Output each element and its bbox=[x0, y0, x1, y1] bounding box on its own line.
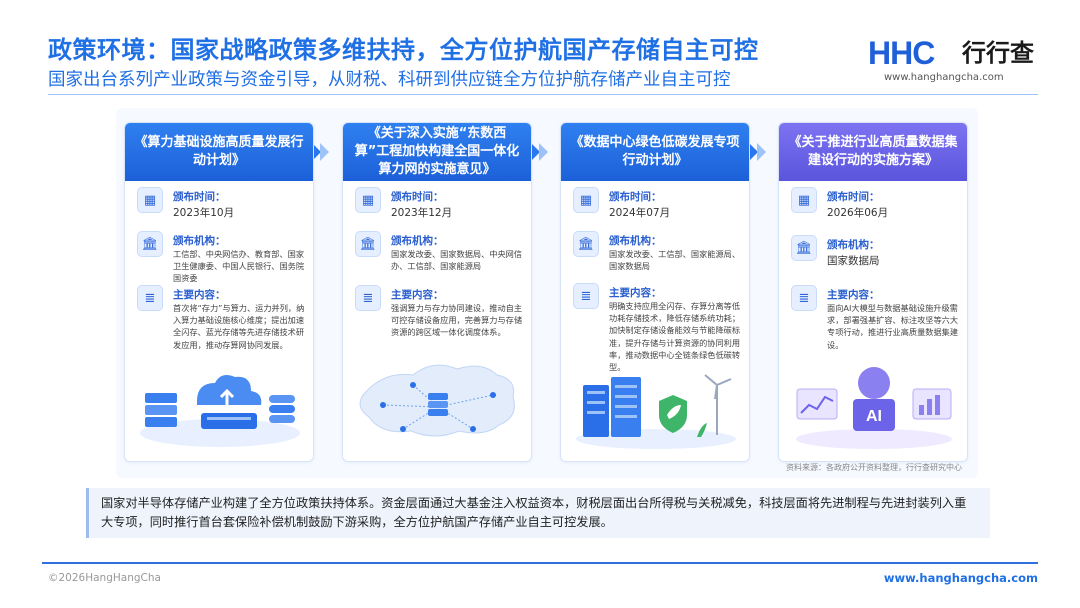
policy-content: 明确支持应用全闪存、存算分离等低功耗存储技术，降低存储系统功耗；加快制定存储设备… bbox=[609, 301, 741, 373]
chevron-right-icon bbox=[539, 143, 548, 161]
content-label: 主要内容： bbox=[827, 289, 880, 301]
calendar-icon: ▦ bbox=[573, 187, 599, 213]
policy-content-row: ≣ 主要内容： 明确支持应用全闪存、存算分离等低功耗存储技术，降低存储系统功耗；… bbox=[573, 283, 741, 372]
policy-title: 《算力基础设施高质量发展行动计划》 bbox=[125, 123, 313, 181]
chevron-right-icon bbox=[531, 143, 540, 161]
chevron-right-icon bbox=[757, 143, 766, 161]
summary-box: 国家对半导体存储产业构建了全方位政策扶持体系。资金层面通过大基金注入权益资本，财… bbox=[86, 488, 990, 538]
policy-org-row: 🏛 颁布机构： 国家数据局 bbox=[791, 235, 959, 275]
institution-icon: 🏛 bbox=[573, 231, 599, 257]
policy-content: 强调算力与存力协同建设，推动自主可控存储设备应用，完善算力与存储资源的跨区域一体… bbox=[391, 303, 523, 338]
policy-content-row: ≣ 主要内容： 首次将“存力”与算力、运力并列，纳入算力基础设施核心维度；提出加… bbox=[137, 285, 305, 365]
header-divider bbox=[48, 94, 1038, 95]
brand-logo: HHC 行行查 www.hanghangcha.com bbox=[868, 36, 1038, 88]
content-label: 主要内容： bbox=[609, 287, 662, 299]
org-label: 颁布机构： bbox=[391, 235, 444, 247]
policy-org: 国家数据局 bbox=[827, 255, 880, 267]
date-label: 颁布时间： bbox=[173, 191, 226, 203]
institution-icon: 🏛 bbox=[791, 235, 817, 261]
date-label: 颁布时间： bbox=[827, 191, 880, 203]
logo-mark: HHC bbox=[868, 35, 935, 71]
chevron-right-icon bbox=[320, 143, 329, 161]
org-label: 颁布机构： bbox=[827, 239, 880, 251]
policy-org-row: 🏛 颁布机构： 国家发改委、工信部、国家能源局、国家数据局 bbox=[573, 231, 741, 281]
policy-content-row: ≣ 主要内容： 强调算力与存力协同建设，推动自主可控存储设备应用，完善算力与存储… bbox=[355, 285, 523, 355]
policy-date-row: ▦ 颁布时间： 2023年12月 bbox=[355, 187, 523, 227]
document-icon: ≣ bbox=[573, 283, 599, 309]
page-title: 政策环境：国家战略政策多维扶持，全方位护航国产存储自主可控 bbox=[48, 36, 759, 64]
footer-url: www.hanghangcha.com bbox=[883, 571, 1038, 585]
date-label: 颁布时间： bbox=[391, 191, 444, 203]
policy-org: 国家发改委、工信部、国家能源局、国家数据局 bbox=[609, 249, 741, 272]
ai-chip-label: AI bbox=[866, 408, 882, 425]
policy-org: 国家发改委、国家数据局、中央网信办、工信部、国家能源局 bbox=[391, 249, 523, 272]
content-label: 主要内容： bbox=[173, 289, 226, 301]
policy-date: 2023年12月 bbox=[391, 207, 453, 219]
policy-content-row: ≣ 主要内容： 面向AI大模型与数据基础设施升级需求，部署强基扩容、标注攻坚等六… bbox=[791, 285, 959, 355]
document-icon: ≣ bbox=[355, 285, 381, 311]
institution-icon: 🏛 bbox=[355, 231, 381, 257]
green-datacenter-illustration bbox=[576, 374, 736, 449]
content-label: 主要内容： bbox=[391, 289, 444, 301]
policy-card-1: 《算力基础设施高质量发展行动计划》 ▦ 颁布时间： 2023年10月 🏛 颁布机… bbox=[124, 122, 314, 462]
policy-card-2: 《关于深入实施“东数西算”工程加快构建全国一体化算力网的实施意见》 ▦ 颁布时间… bbox=[342, 122, 532, 462]
policy-org-row: 🏛 颁布机构： 工信部、中央网信办、教育部、国家卫生健康委、中国人民银行、国务院… bbox=[137, 231, 305, 291]
policy-title: 《数据中心绿色低碳发展专项行动计划》 bbox=[561, 123, 749, 181]
footer-divider bbox=[42, 562, 1038, 564]
document-icon: ≣ bbox=[791, 285, 817, 311]
ai-chip-illustration: AI bbox=[796, 367, 952, 449]
logo-url: www.hanghangcha.com bbox=[884, 72, 1004, 83]
document-icon: ≣ bbox=[137, 285, 163, 311]
policy-title: 《关于深入实施“东数西算”工程加快构建全国一体化算力网的实施意见》 bbox=[343, 123, 531, 181]
org-label: 颁布机构： bbox=[173, 235, 226, 247]
policy-title: 《关于推进行业高质量数据集建设行动的实施方案》 bbox=[779, 123, 967, 181]
calendar-icon: ▦ bbox=[355, 187, 381, 213]
logo-text: 行行查 bbox=[962, 39, 1034, 67]
cloud-upload-servers-illustration bbox=[140, 375, 300, 447]
org-label: 颁布机构： bbox=[609, 235, 662, 247]
date-label: 颁布时间： bbox=[609, 191, 662, 203]
policy-org-row: 🏛 颁布机构： 国家发改委、国家数据局、中央网信办、工信部、国家能源局 bbox=[355, 231, 523, 281]
policy-date-row: ▦ 颁布时间： 2023年10月 bbox=[137, 187, 305, 227]
policy-content: 面向AI大模型与数据基础设施升级需求，部署强基扩容、标注攻坚等六大专项行动，推进… bbox=[827, 303, 959, 350]
chevron-right-icon bbox=[312, 143, 321, 161]
policy-date: 2024年07月 bbox=[609, 207, 671, 219]
policy-date-row: ▦ 颁布时间： 2024年07月 bbox=[573, 187, 741, 227]
page-subtitle: 国家出台系列产业政策与资金引导，从财税、科研到供应链全方位护航存储产业自主可控 bbox=[48, 70, 731, 90]
calendar-icon: ▦ bbox=[137, 187, 163, 213]
policy-date: 2023年10月 bbox=[173, 207, 235, 219]
copyright: ©2026HangHangCha bbox=[48, 572, 161, 584]
policy-org: 工信部、中央网信办、教育部、国家卫生健康委、中国人民银行、国务院国资委 bbox=[173, 249, 305, 284]
policy-content: 首次将“存力”与算力、运力并列，纳入算力基础设施核心维度；提出加速全闪存、蓝光存… bbox=[173, 303, 305, 350]
policy-date: 2026年06月 bbox=[827, 207, 889, 219]
data-source-note: 资料来源：各政府公开资料整理，行行查研究中心 bbox=[786, 463, 962, 472]
institution-icon: 🏛 bbox=[137, 231, 163, 257]
calendar-icon: ▦ bbox=[791, 187, 817, 213]
policy-card-3: 《数据中心绿色低碳发展专项行动计划》 ▦ 颁布时间： 2024年07月 🏛 颁布… bbox=[560, 122, 750, 462]
chevron-right-icon bbox=[749, 143, 758, 161]
china-map-network-illustration bbox=[359, 364, 515, 437]
policy-card-4: 《关于推进行业高质量数据集建设行动的实施方案》 ▦ 颁布时间： 2026年06月… bbox=[778, 122, 968, 462]
policy-date-row: ▦ 颁布时间： 2026年06月 bbox=[791, 187, 959, 227]
